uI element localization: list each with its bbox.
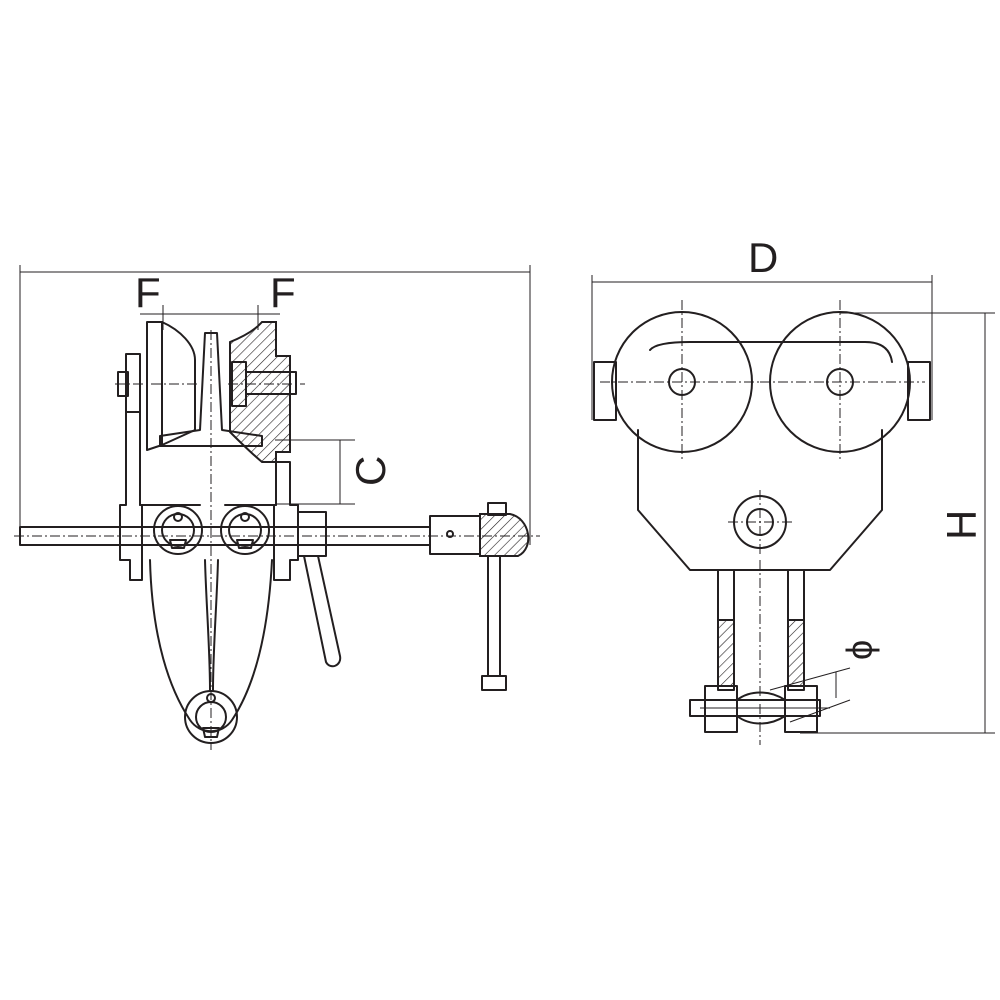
right-wheel xyxy=(228,321,305,463)
phi-dimension xyxy=(769,667,851,723)
axle-end-left xyxy=(593,361,617,421)
right-side-plate xyxy=(224,461,327,581)
shaft-boss-left xyxy=(153,505,203,555)
f-right-label: F xyxy=(270,269,296,316)
locking-lever xyxy=(303,555,342,668)
h-dimension xyxy=(800,312,995,734)
cross-shaft xyxy=(14,526,540,546)
center-boss xyxy=(728,490,792,554)
shaft-boss-right xyxy=(220,505,270,555)
trolley-frame xyxy=(637,341,893,571)
front-view: D H ϕ xyxy=(591,234,995,745)
bottom-pin xyxy=(689,685,830,733)
clamp-screw xyxy=(429,502,530,691)
left-side-plate xyxy=(119,411,201,581)
suspension-hanger xyxy=(149,559,273,744)
front-hanger-plates xyxy=(717,560,805,745)
side-view: F F C xyxy=(14,265,540,750)
f-left-label: F xyxy=(135,269,161,316)
c-label: C xyxy=(347,456,394,486)
d-dimension xyxy=(591,275,933,420)
overall-width-dimension xyxy=(19,265,531,545)
phi-label: ϕ xyxy=(839,640,880,660)
left-wheel xyxy=(115,321,200,451)
h-label: H xyxy=(938,510,985,540)
front-right-wheel xyxy=(760,300,925,460)
front-left-wheel xyxy=(600,300,760,460)
axle-end-right xyxy=(907,361,931,421)
d-label: D xyxy=(748,234,778,281)
i-beam xyxy=(159,332,263,447)
